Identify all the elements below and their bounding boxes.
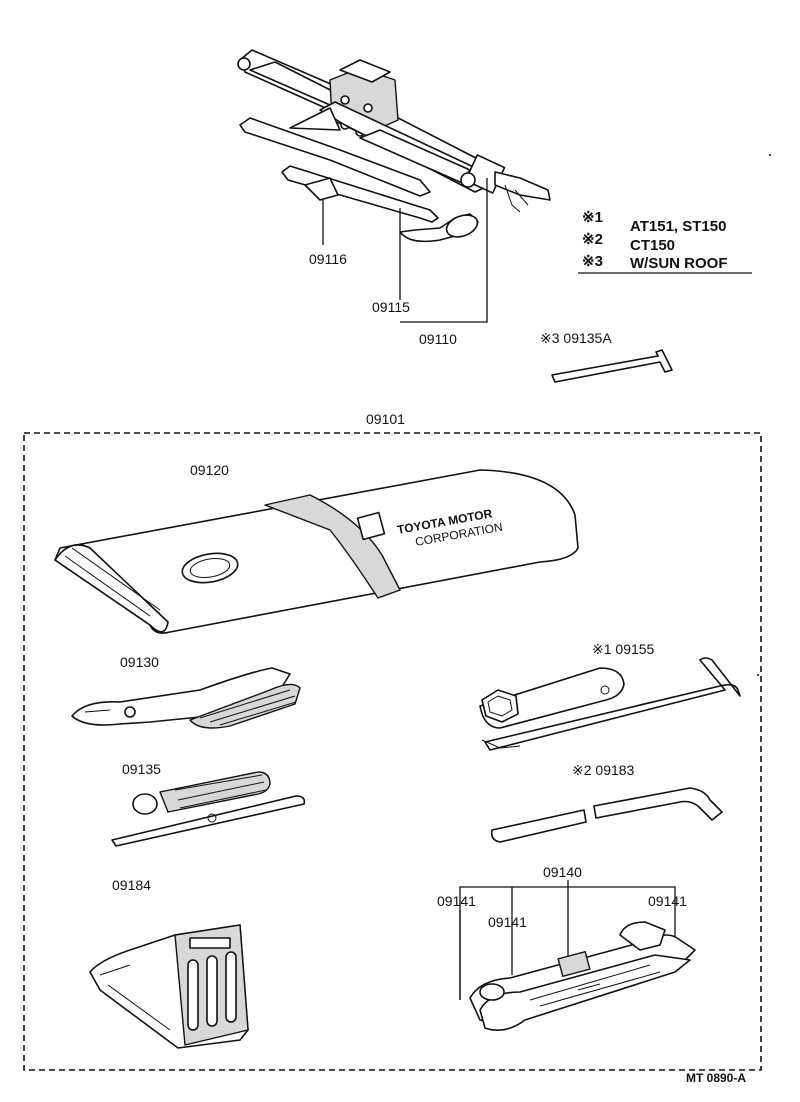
label-09110: 09110 xyxy=(419,331,457,347)
label-09115: 09115 xyxy=(372,299,410,315)
drawing-code: MT 0890-A xyxy=(686,1071,746,1085)
label-09155: ※1 09155 xyxy=(592,641,655,657)
label-09141-right: 09141 xyxy=(648,893,687,909)
legend: ※1 AT151, ST150 ※2 CT150 ※3 W/SUN ROOF xyxy=(578,209,752,274)
pliers-icon xyxy=(71,667,301,729)
legend-text-3: W/SUN ROOF xyxy=(630,255,728,272)
label-09135a: ※3 09135A xyxy=(540,330,612,346)
label-09120: 09120 xyxy=(190,462,229,478)
label-09116: 09116 xyxy=(309,251,347,267)
label-09184: 09184 xyxy=(112,877,151,893)
legend-text-1: AT151, ST150 xyxy=(630,218,726,235)
wheel-chock-icon xyxy=(89,924,249,1049)
legend-text-2: CT150 xyxy=(630,237,675,254)
legend-mark-1: ※1 xyxy=(582,209,603,226)
label-09141-left: 09141 xyxy=(437,893,476,909)
label-09141-mid: 09141 xyxy=(488,914,527,930)
label-09140: 09140 xyxy=(543,864,582,880)
legend-mark-2: ※2 xyxy=(582,231,603,248)
label-09130: 09130 xyxy=(120,654,159,670)
legend-mark-3: ※3 xyxy=(582,253,603,270)
tool-bag-icon: TOYOTA MOTOR CORPORATION xyxy=(54,469,579,634)
hub-nut-wrench-icon xyxy=(490,787,723,843)
label-09135: 09135 xyxy=(122,761,161,777)
leader-09110 xyxy=(400,178,488,323)
hex-key-icon xyxy=(551,349,673,383)
scissor-jack-icon xyxy=(237,49,551,213)
label-09101: 09101 xyxy=(366,411,405,427)
jack-handle-icon xyxy=(281,165,479,243)
label-09183: ※2 09183 xyxy=(572,762,635,778)
plug-wrench-icon xyxy=(479,657,741,751)
screwdriver-icon xyxy=(111,771,306,847)
spanner-set-icon xyxy=(469,921,696,1031)
kit-boundary xyxy=(23,432,762,1071)
